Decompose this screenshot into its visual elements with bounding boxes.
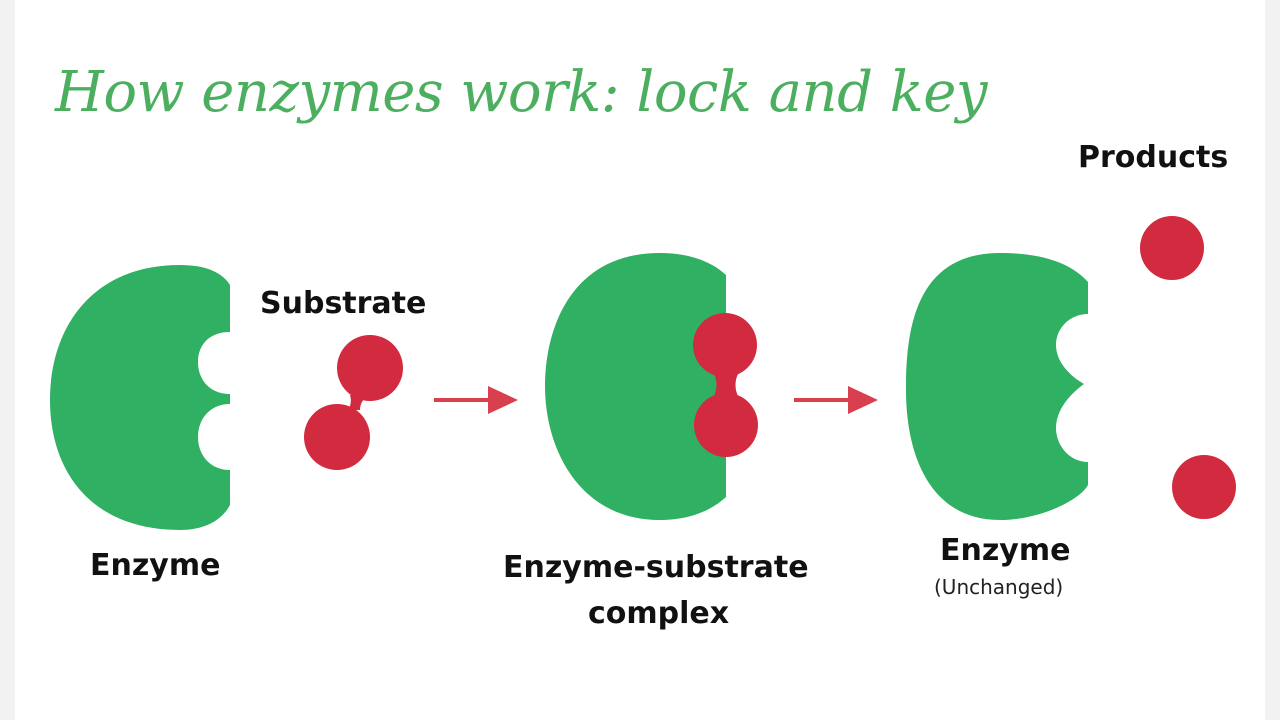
substrate-lobe-bottom (694, 393, 758, 457)
product-molecule (1172, 455, 1236, 519)
substrate-label: Substrate (260, 286, 427, 321)
complex-label-line2: complex (588, 596, 730, 631)
substrate-molecule (304, 335, 403, 470)
enzyme-shape (545, 253, 726, 520)
complex-label-line1: Enzyme-substrate (503, 550, 809, 585)
enzyme-shape (50, 265, 230, 530)
substrate-lobe-bottom (304, 404, 370, 470)
enzyme-after-label: Enzyme (940, 533, 1071, 568)
unchanged-label: (Unchanged) (934, 575, 1064, 599)
substrate-neck (712, 370, 740, 400)
enzyme-shape (906, 253, 1088, 520)
products-label: Products (1078, 140, 1229, 175)
substrate-neck (348, 395, 368, 410)
product-molecule (1140, 216, 1204, 280)
page-title: How enzymes work: lock and key (55, 60, 987, 125)
substrate-lobe-top (337, 335, 403, 401)
enzyme-substrate-complex (545, 253, 758, 520)
arrow-icon (794, 386, 878, 414)
substrate-lobe-top (693, 313, 757, 377)
arrow-icon (434, 386, 518, 414)
enzyme-label: Enzyme (90, 548, 221, 583)
